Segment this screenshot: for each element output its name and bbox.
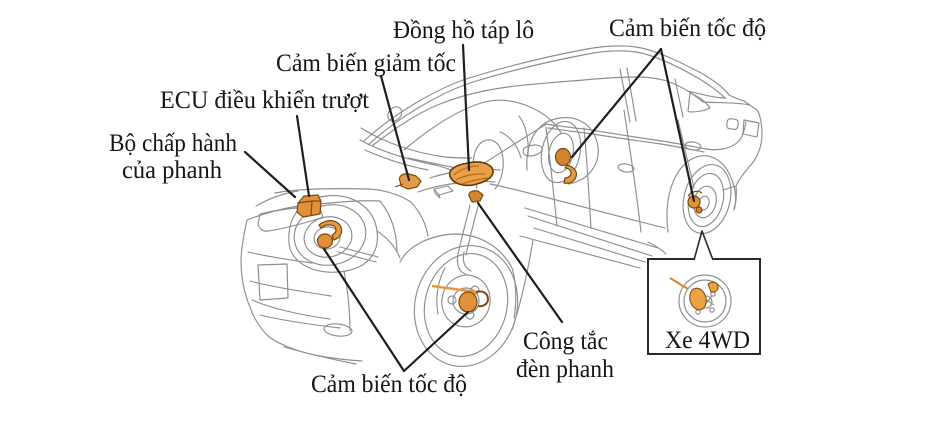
svg-text:của phanh: của phanh xyxy=(122,157,222,184)
svg-text:Đồng hồ táp lô: Đồng hồ táp lô xyxy=(393,17,534,44)
svg-text:Cảm biến tốc độ: Cảm biến tốc độ xyxy=(311,371,467,398)
svg-text:ECU điều khiển trượt: ECU điều khiển trượt xyxy=(160,87,369,114)
svg-text:Xe 4WD: Xe 4WD xyxy=(665,327,750,354)
svg-text:Cảm biến tốc độ: Cảm biến tốc độ xyxy=(609,15,766,42)
svg-text:Bộ chấp hành: Bộ chấp hành xyxy=(109,130,237,157)
svg-text:Cảm biến giảm tốc: Cảm biến giảm tốc xyxy=(276,50,456,77)
svg-text:Công tắc: Công tắc xyxy=(523,328,608,355)
svg-text:đèn phanh: đèn phanh xyxy=(516,356,614,383)
